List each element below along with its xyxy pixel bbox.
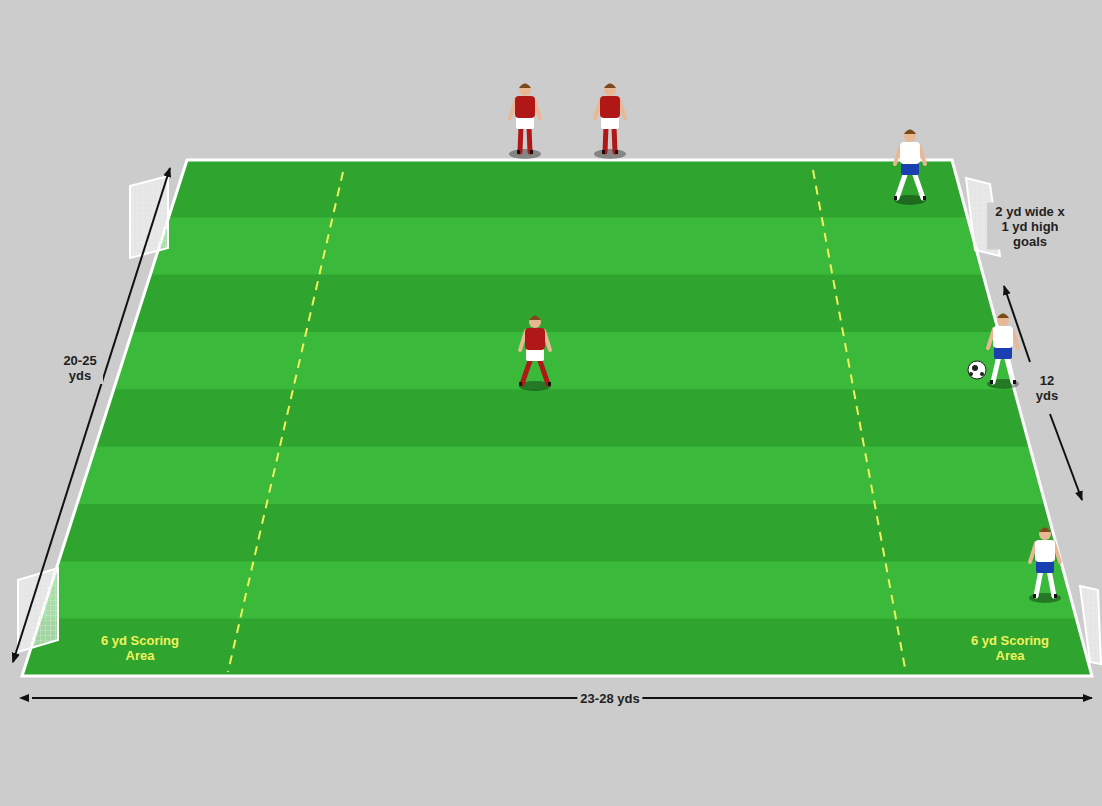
grass-stripe <box>0 504 1102 562</box>
grass-stripes <box>0 160 1102 677</box>
grass-stripe <box>0 619 1102 677</box>
grass-stripe <box>0 332 1102 390</box>
scoring-line <box>813 170 905 668</box>
grass-stripe <box>0 561 1102 619</box>
goal <box>130 176 168 258</box>
player-figure <box>987 314 1019 390</box>
player-figure <box>594 84 626 160</box>
dimension-label: 2 yd wide x 1 yd high goals <box>987 203 1073 250</box>
player-figure <box>1029 528 1061 604</box>
player-figure <box>894 130 926 206</box>
player-figure <box>509 84 541 160</box>
dimension-label: 20-25 yds <box>57 352 103 384</box>
scoring-line <box>228 172 343 672</box>
dimension-arrow <box>13 168 170 662</box>
dimension-label: 12 yds <box>1029 372 1065 404</box>
grass-stripe <box>0 389 1102 447</box>
players <box>509 84 1061 604</box>
field-boundary <box>22 160 1092 676</box>
zone-label: 6 yd Scoring Area <box>960 633 1060 663</box>
zone-label: 6 yd Scoring Area <box>90 633 190 663</box>
dimension-arrow <box>32 697 1092 699</box>
ball <box>968 361 986 379</box>
player-figure <box>519 316 551 392</box>
grass-stripe <box>0 275 1102 333</box>
dimension-label: 23-28 yds <box>577 690 642 707</box>
dimension-arrow <box>1050 414 1082 500</box>
goal <box>1080 586 1101 664</box>
grass-stripe <box>0 447 1102 505</box>
